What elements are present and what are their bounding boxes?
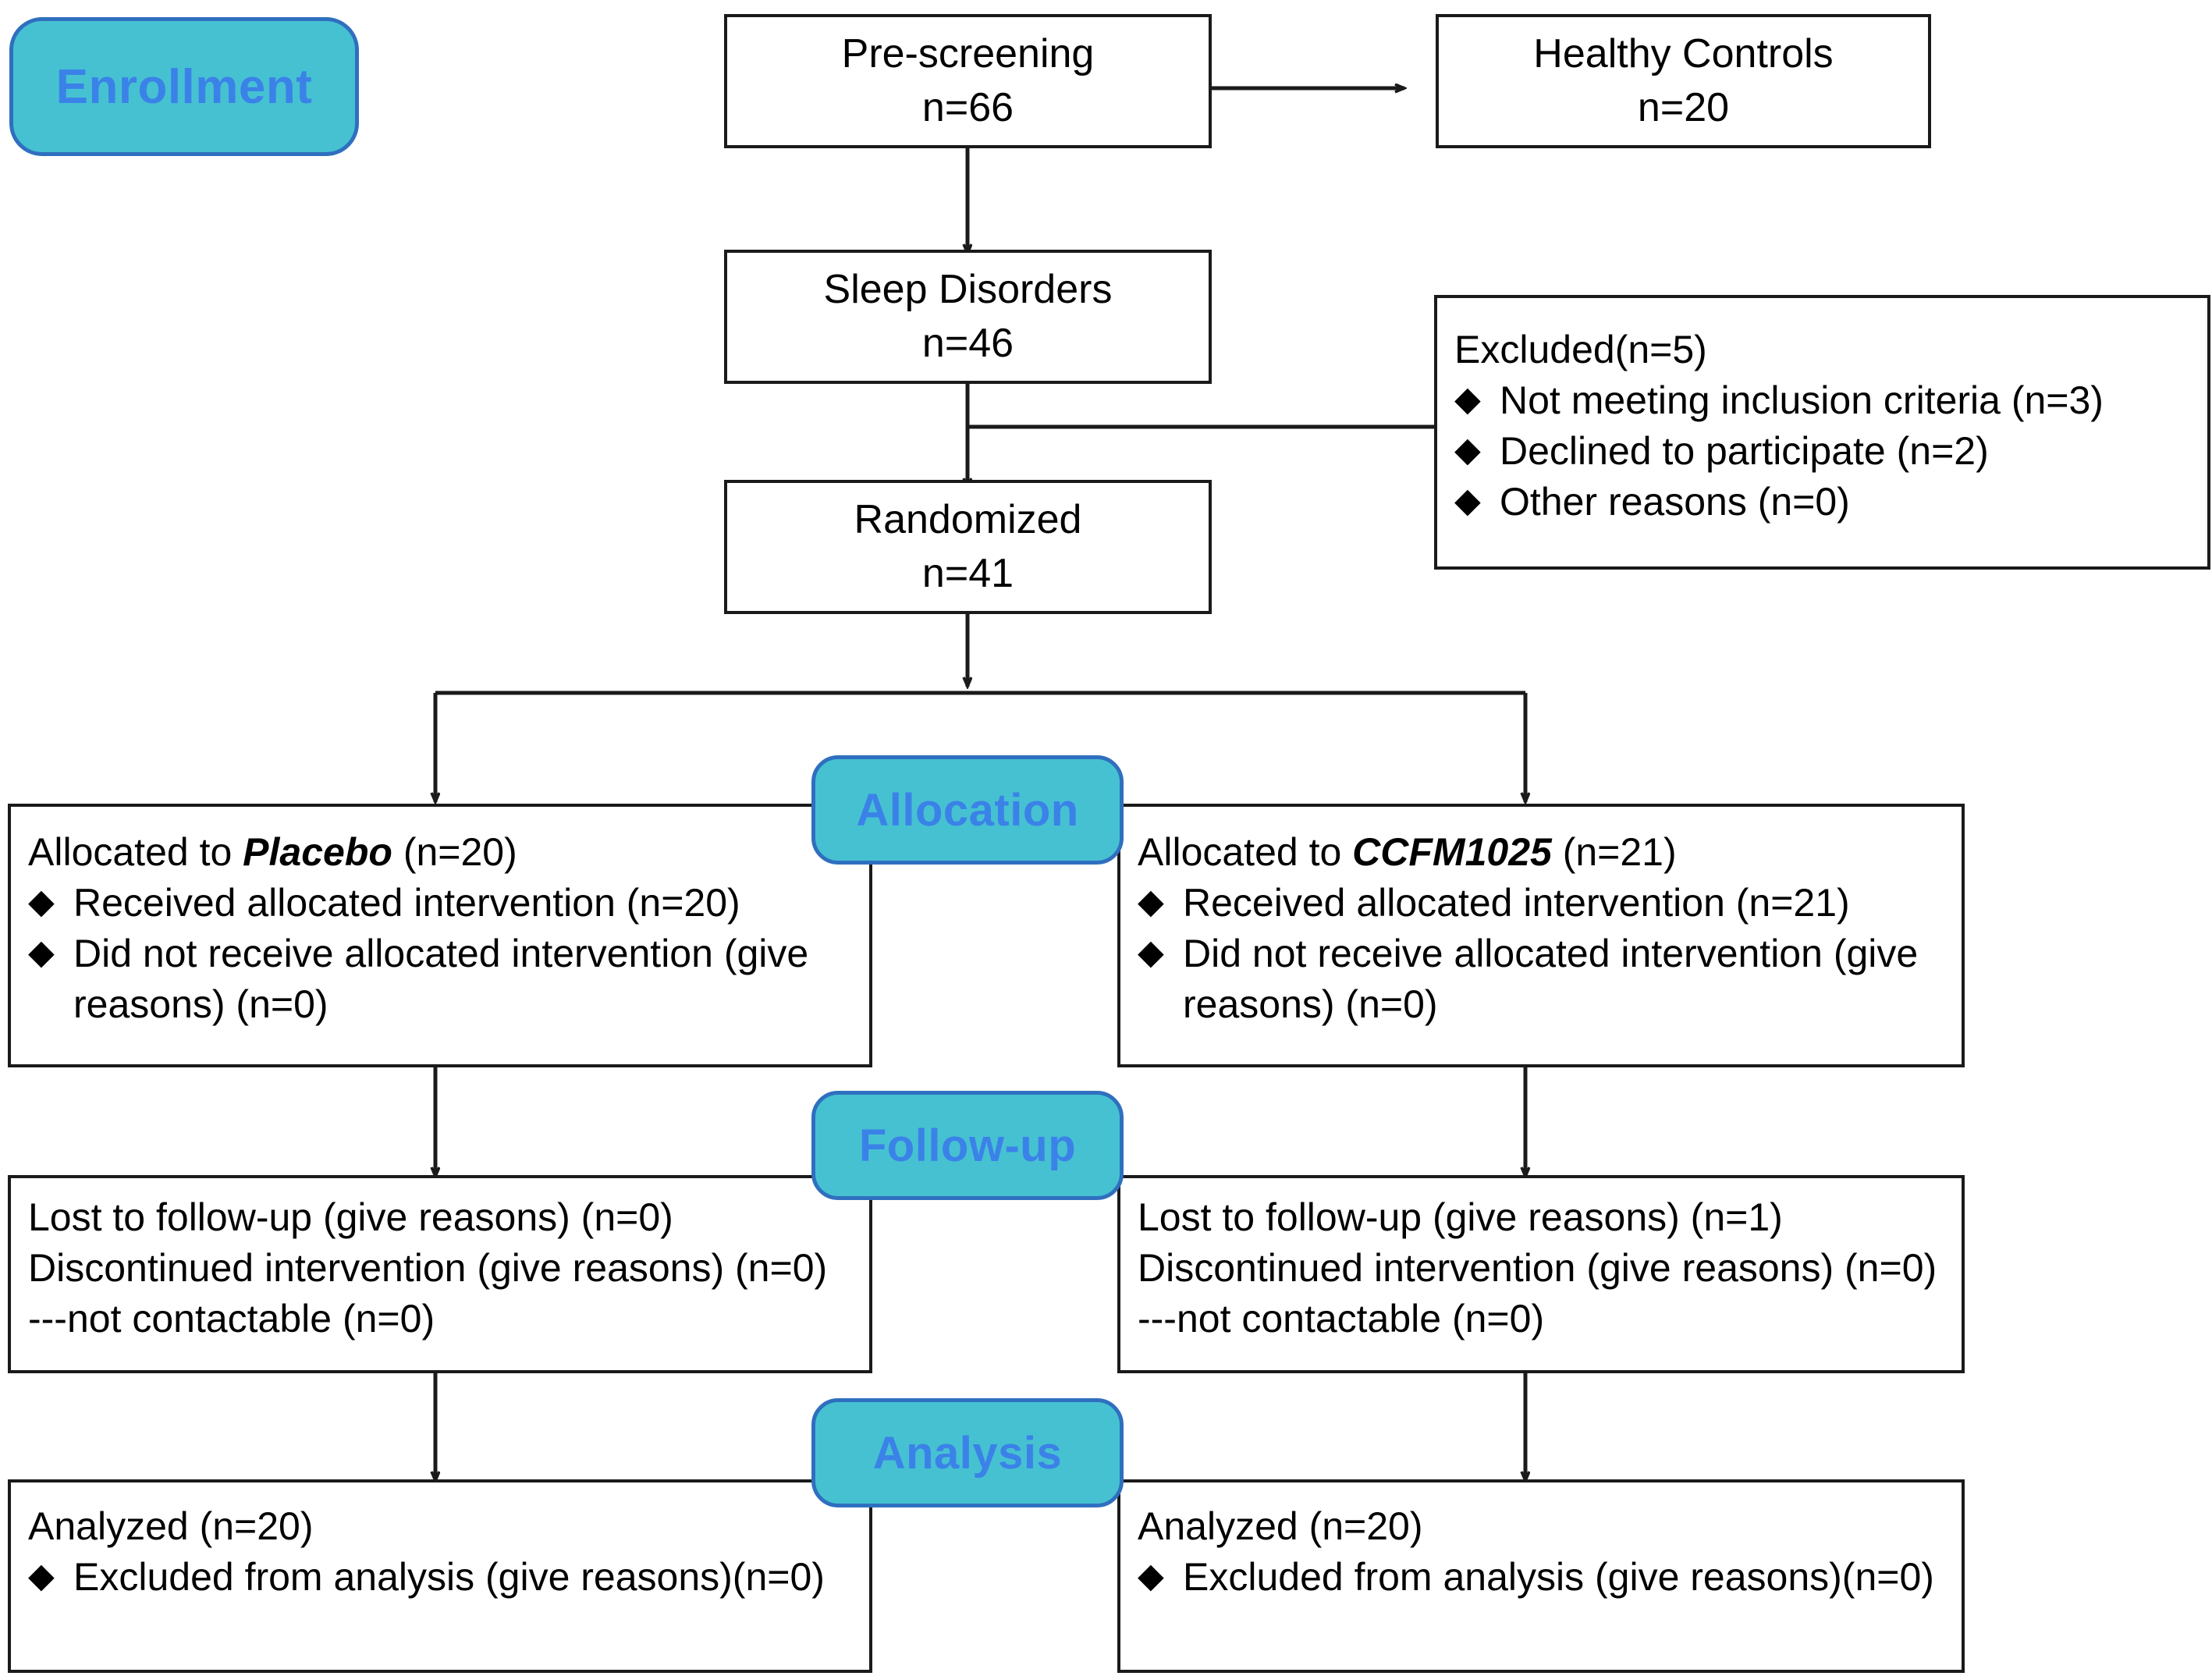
excluded-item-text: Not meeting inclusion criteria (n=3) <box>1500 378 2104 422</box>
allocation-placebo-item: ◆ Did not receive allocated intervention… <box>28 929 855 1030</box>
analysis-ccfm1025-heading: Analyzed (n=20) <box>1138 1504 1423 1548</box>
diamond-bullet-icon: ◆ <box>28 933 55 971</box>
allocation-placebo-item-text: Received allocated intervention (n=20) <box>73 881 740 925</box>
diamond-bullet-icon: ◆ <box>28 882 55 921</box>
diamond-bullet-icon: ◆ <box>1454 380 1481 418</box>
excluded-heading: Excluded(n=5) <box>1454 328 1707 371</box>
analysis-placebo-item-text: Excluded from analysis (give reasons)(n=… <box>73 1555 825 1599</box>
analysis-placebo-heading: Analyzed (n=20) <box>28 1504 314 1548</box>
allocation-placebo-suffix: (n=20) <box>392 830 517 874</box>
allocation-placebo-item-text: Did not receive allocated intervention (… <box>73 932 809 1026</box>
stage-badge-enrollment-label: Enrollment <box>55 59 313 114</box>
diamond-bullet-icon: ◆ <box>1454 481 1481 520</box>
excluded-item-text: Declined to participate (n=2) <box>1500 429 1989 473</box>
allocation-ccfm1025-arm: CCFM1025 <box>1352 830 1552 874</box>
analysis-placebo-item: ◆ Excluded from analysis (give reasons)(… <box>28 1552 855 1603</box>
diamond-bullet-icon: ◆ <box>1454 431 1481 469</box>
box-randomized: Randomized n=41 <box>724 480 1212 614</box>
stage-badge-followup-label: Follow-up <box>858 1120 1077 1171</box>
followup-placebo-line: Discontinued intervention (give reasons)… <box>28 1246 828 1290</box>
excluded-item: ◆ Declined to participate (n=2) <box>1454 426 2193 477</box>
excluded-item: ◆ Not meeting inclusion criteria (n=3) <box>1454 375 2193 426</box>
sleep-disorders-count: n=46 <box>921 321 1014 366</box>
stage-badge-allocation: Allocation <box>811 755 1124 865</box>
allocation-placebo-arm: Placebo <box>243 830 392 874</box>
stage-badge-analysis: Analysis <box>811 1398 1124 1507</box>
allocation-ccfm1025-heading: Allocated to CCFM1025 (n=21) <box>1138 827 1947 878</box>
stage-badge-enrollment: Enrollment <box>9 17 359 156</box>
followup-placebo-line: ---not contactable (n=0) <box>28 1297 435 1340</box>
allocation-placebo-prefix: Allocated to <box>28 830 243 874</box>
box-allocation-placebo: Allocated to Placebo (n=20) ◆ Received a… <box>8 804 872 1067</box>
followup-placebo-line: Lost to follow-up (give reasons) (n=0) <box>28 1195 673 1239</box>
diamond-bullet-icon: ◆ <box>28 1557 55 1595</box>
allocation-placebo-heading: Allocated to Placebo (n=20) <box>28 827 855 878</box>
box-excluded: Excluded(n=5) ◆ Not meeting inclusion cr… <box>1434 295 2210 570</box>
healthy-controls-count: n=20 <box>1637 85 1730 130</box>
excluded-item: ◆ Other reasons (n=0) <box>1454 477 2193 527</box>
box-analysis-ccfm1025: Analyzed (n=20) ◆ Excluded from analysis… <box>1117 1479 1965 1673</box>
analysis-ccfm1025-item-text: Excluded from analysis (give reasons)(n=… <box>1183 1555 1934 1599</box>
followup-ccfm1025-line: Discontinued intervention (give reasons)… <box>1138 1246 1937 1290</box>
analysis-ccfm1025-item: ◆ Excluded from analysis (give reasons)(… <box>1138 1552 1947 1603</box>
box-healthy-controls: Healthy Controls n=20 <box>1436 14 1931 148</box>
pre-screening-count: n=66 <box>921 85 1014 130</box>
pre-screening-label: Pre-screening <box>841 31 1095 77</box>
box-sleep-disorders: Sleep Disorders n=46 <box>724 250 1212 384</box>
sleep-disorders-label: Sleep Disorders <box>823 267 1113 313</box>
box-analysis-placebo: Analyzed (n=20) ◆ Excluded from analysis… <box>8 1479 872 1673</box>
box-followup-ccfm1025: Lost to follow-up (give reasons) (n=1) D… <box>1117 1175 1965 1373</box>
allocation-ccfm1025-prefix: Allocated to <box>1138 830 1353 874</box>
allocation-ccfm1025-item: ◆ Did not receive allocated intervention… <box>1138 929 1947 1030</box>
box-followup-placebo: Lost to follow-up (give reasons) (n=0) D… <box>8 1175 872 1373</box>
allocation-ccfm1025-item-text: Did not receive allocated intervention (… <box>1183 932 1919 1026</box>
allocation-ccfm1025-item-text: Received allocated intervention (n=21) <box>1183 881 1850 925</box>
diamond-bullet-icon: ◆ <box>1138 1557 1164 1595</box>
randomized-label: Randomized <box>854 497 1082 543</box>
stage-badge-analysis-label: Analysis <box>872 1427 1063 1479</box>
followup-ccfm1025-line: ---not contactable (n=0) <box>1138 1297 1545 1340</box>
randomized-count: n=41 <box>921 551 1014 596</box>
diamond-bullet-icon: ◆ <box>1138 933 1164 971</box>
allocation-placebo-item: ◆ Received allocated intervention (n=20) <box>28 878 855 929</box>
excluded-item-text: Other reasons (n=0) <box>1500 480 1850 524</box>
box-allocation-ccfm1025: Allocated to CCFM1025 (n=21) ◆ Received … <box>1117 804 1965 1067</box>
healthy-controls-label: Healthy Controls <box>1533 31 1834 77</box>
stage-badge-followup: Follow-up <box>811 1091 1124 1200</box>
followup-ccfm1025-line: Lost to follow-up (give reasons) (n=1) <box>1138 1195 1783 1239</box>
box-pre-screening: Pre-screening n=66 <box>724 14 1212 148</box>
allocation-ccfm1025-suffix: (n=21) <box>1551 830 1677 874</box>
diamond-bullet-icon: ◆ <box>1138 882 1164 921</box>
stage-badge-allocation-label: Allocation <box>856 784 1079 836</box>
allocation-ccfm1025-item: ◆ Received allocated intervention (n=21) <box>1138 878 1947 929</box>
